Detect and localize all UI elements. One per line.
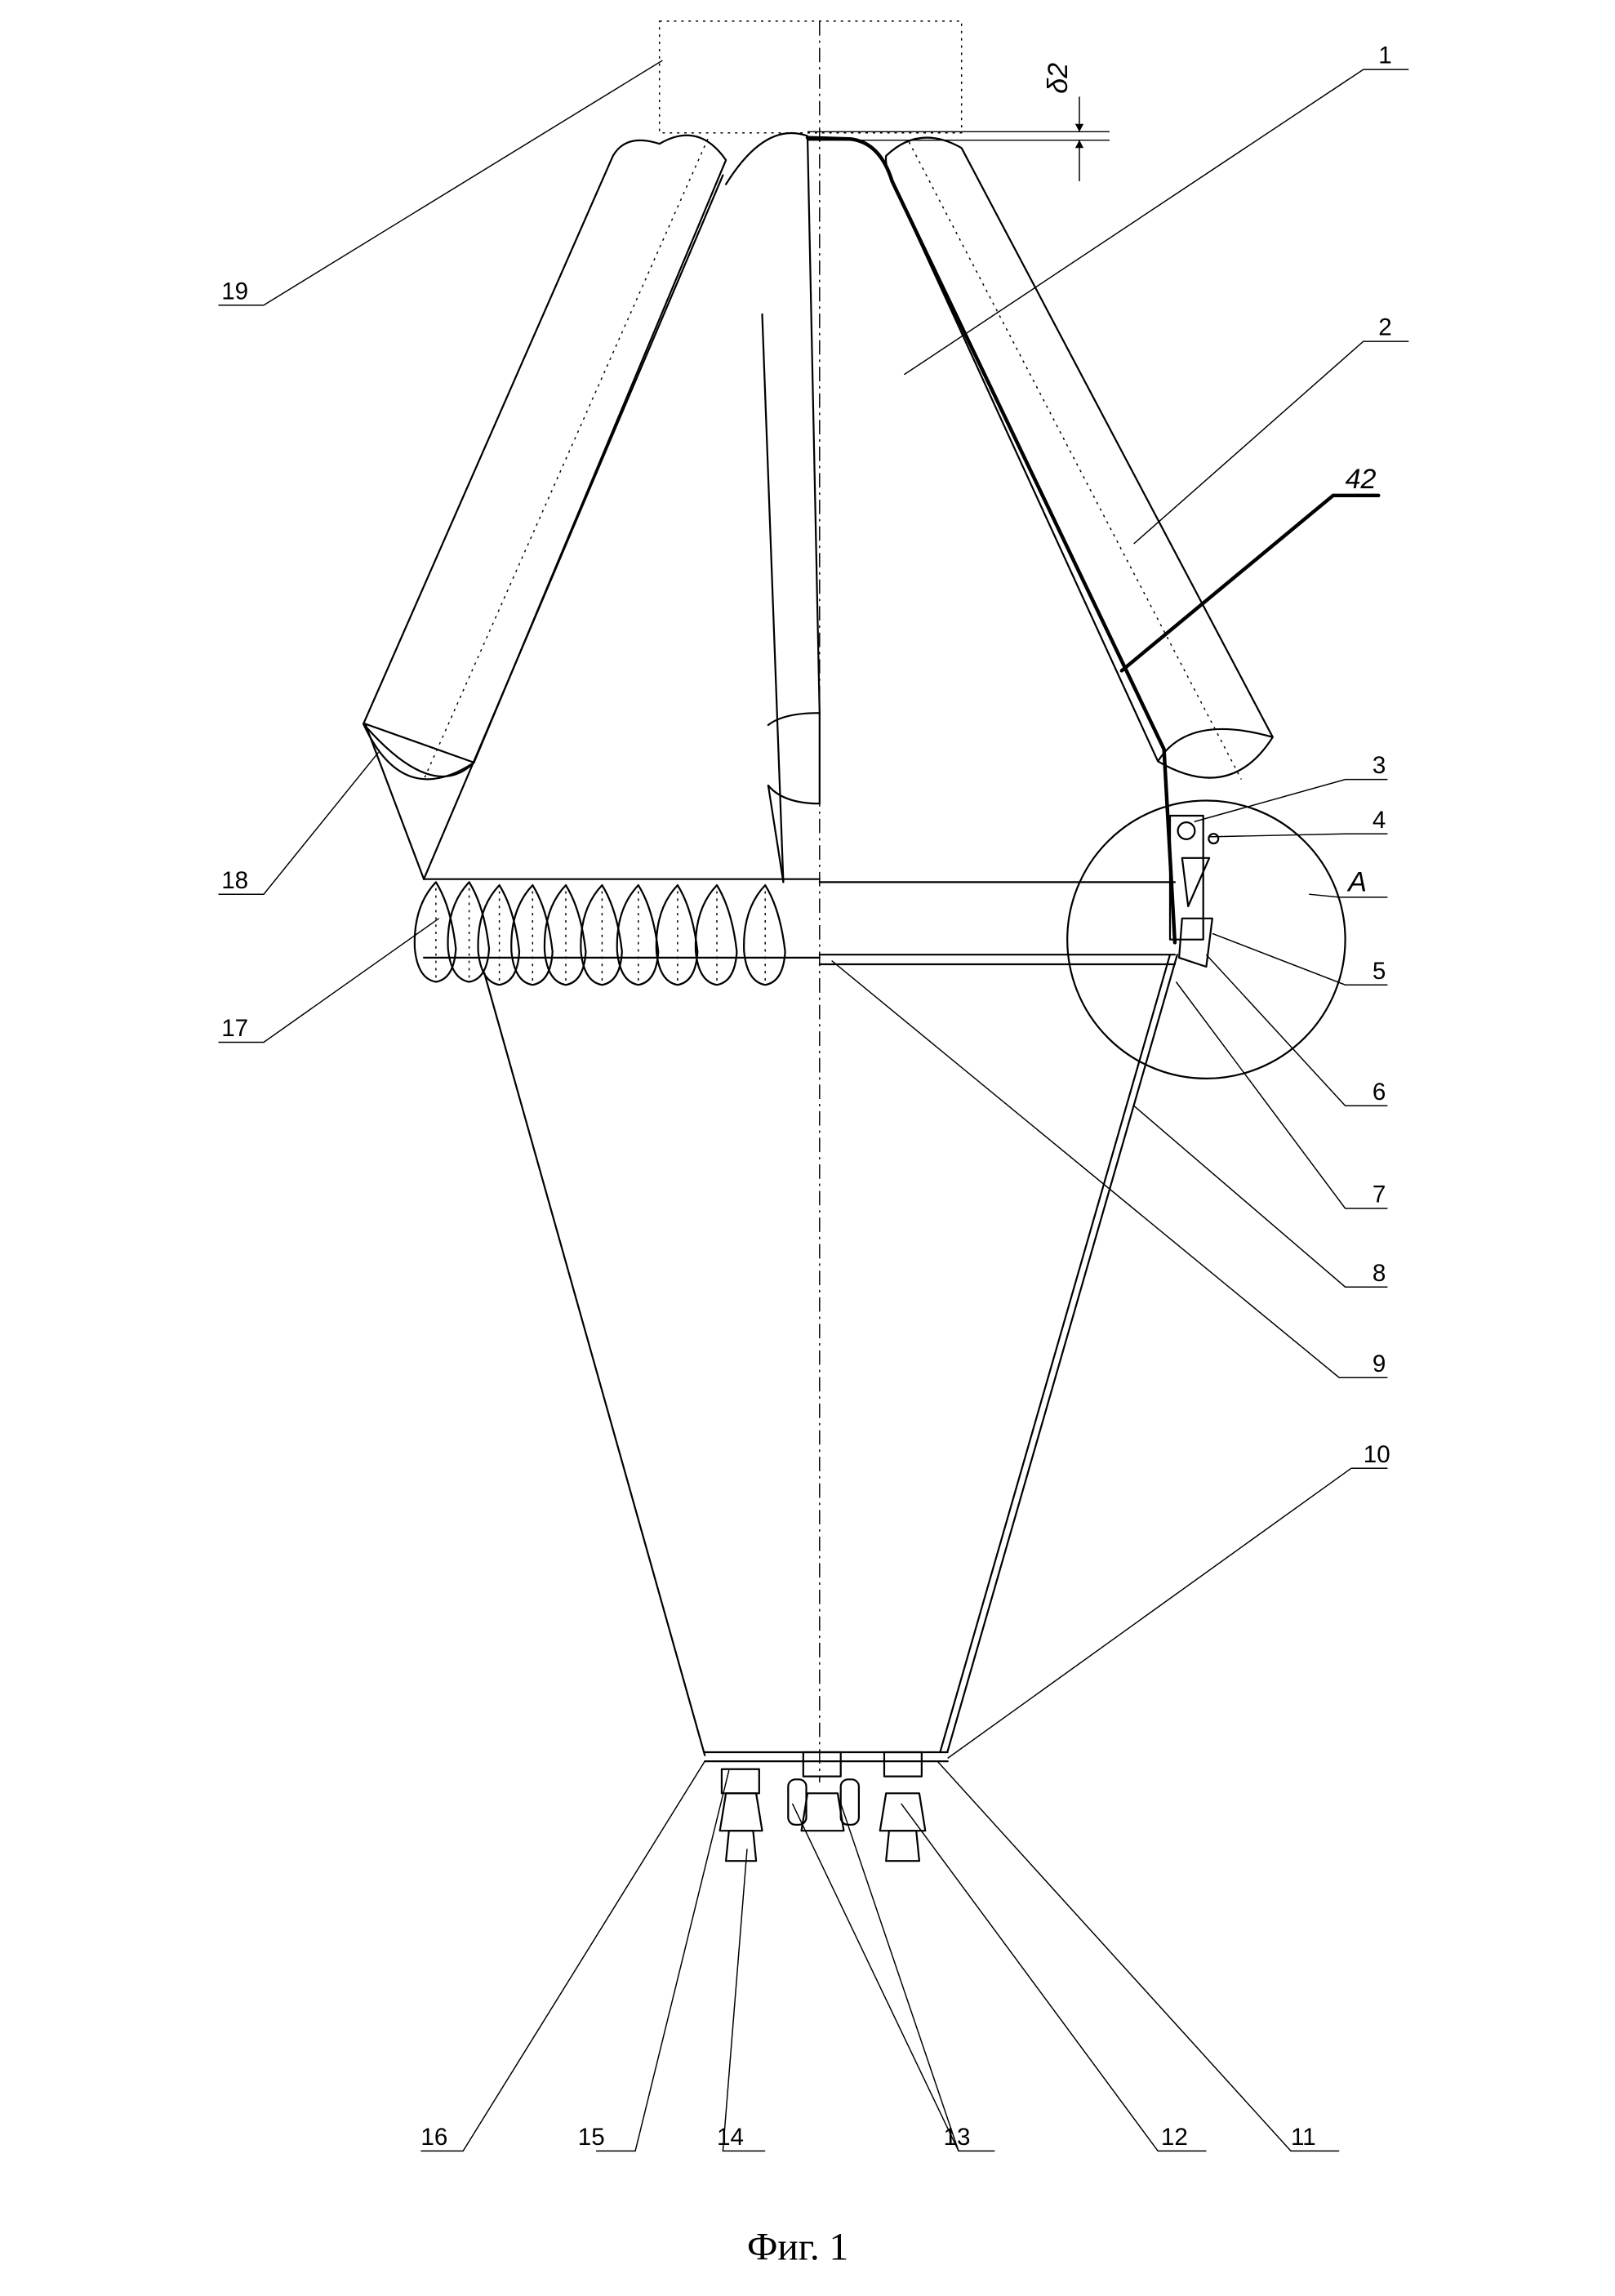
- callout-2: 2: [1378, 314, 1391, 341]
- callout-8: 8: [1373, 1260, 1386, 1287]
- body-outline-left: [365, 176, 819, 1755]
- callout-6: 6: [1373, 1079, 1386, 1106]
- propellant-element: [744, 885, 785, 985]
- payload-block: [660, 21, 962, 133]
- detail-circle-a: [1067, 801, 1345, 1079]
- dimension-delta2: δ2: [808, 63, 1110, 181]
- dimension-label: δ2: [1043, 63, 1074, 94]
- callout-7: 7: [1373, 1181, 1386, 1208]
- callout-10: 10: [1364, 1441, 1390, 1468]
- figure-caption: Фиг. 1: [747, 2227, 848, 2269]
- lower-cone: [705, 954, 1177, 1761]
- propellant-element: [415, 882, 456, 981]
- propellant-element: [656, 885, 697, 985]
- callout-13: 13: [944, 2124, 971, 2151]
- detail-label-a: А: [1346, 867, 1367, 898]
- callout-4: 4: [1373, 807, 1386, 834]
- callout-14: 14: [717, 2124, 744, 2151]
- callout-1: 1: [1378, 42, 1391, 69]
- propellant-element: [581, 885, 621, 985]
- propellant-element: [696, 885, 736, 985]
- callout-12: 12: [1161, 2124, 1188, 2151]
- callout-15: 15: [578, 2124, 605, 2151]
- engines: [720, 1752, 926, 1861]
- engine-center: [788, 1752, 859, 1831]
- callout-18: 18: [221, 867, 248, 894]
- callout-11: 11: [1291, 2124, 1316, 2151]
- propellant-element: [617, 885, 658, 985]
- callout-16: 16: [420, 2124, 447, 2151]
- callout-5: 5: [1373, 958, 1386, 985]
- callout-9: 9: [1373, 1350, 1386, 1377]
- leader-lines: [219, 60, 1409, 2151]
- callout-3: 3: [1373, 752, 1386, 779]
- propellant-elements: [415, 882, 785, 985]
- conical-body: [808, 138, 1175, 964]
- callout-42: 42: [1346, 464, 1377, 495]
- callout-19: 19: [221, 278, 248, 305]
- left-inclined-tank: [363, 136, 726, 780]
- callout-17: 17: [221, 1015, 248, 1042]
- right-inclined-tank: [886, 138, 1273, 780]
- central-tank: [726, 133, 820, 882]
